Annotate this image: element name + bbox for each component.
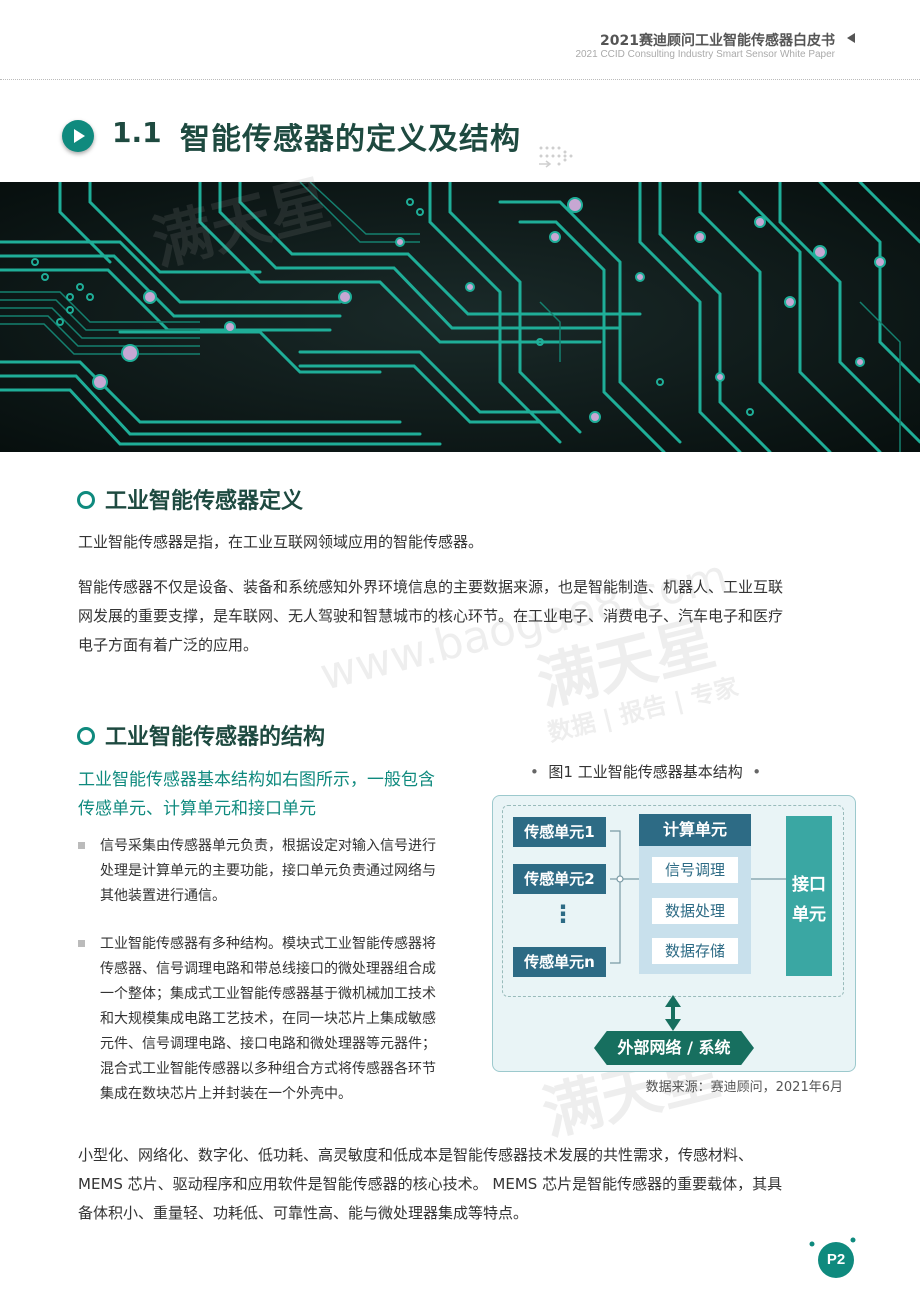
paragraph-line: 小型化、网络化、数字化、低功耗、高灵敏度和低成本是智能传感器技术发展的共性需求，… bbox=[78, 1146, 754, 1164]
external-network-box: 外部网络 / 系统 bbox=[594, 1031, 754, 1065]
figure-caption: • 图1 工业智能传感器基本结构 • bbox=[530, 761, 761, 782]
paragraph-line: 网发展的重要支撑，是车联网、无人驾驶和智慧城市的核心环节。在工业电子、消费电子、… bbox=[78, 607, 784, 625]
page-number: P2 bbox=[818, 1242, 854, 1278]
ellipsis-dots: ⋮ bbox=[551, 900, 575, 928]
heading-bullet-icon bbox=[77, 727, 95, 745]
bullet-line: 其他装置进行通信。 bbox=[100, 888, 226, 904]
interface-label: 单元 bbox=[792, 905, 826, 925]
lead-line: 工业智能传感器基本结构如右图所示，一般包含 bbox=[78, 770, 435, 790]
bullet-item: 信号采集由传感器单元负责，根据设定对输入信号进行 处理是计算单元的主要功能，接口… bbox=[78, 834, 500, 909]
section-number: 1.1 bbox=[112, 116, 162, 149]
paragraph-line: 智能传感器不仅是设备、装备和系统感知外界环境信息的主要数据来源，也是智能制造、机… bbox=[78, 578, 784, 596]
arrow-dots-icon bbox=[539, 146, 573, 168]
play-circle-icon bbox=[62, 120, 94, 152]
compute-unit-title: 计算单元 bbox=[639, 814, 751, 846]
paragraph-line: 备体积小、重量轻、功耗低、可靠性高、能与微处理器集成等特点。 bbox=[78, 1204, 529, 1222]
paragraph-line: 电子方面有着广泛的应用。 bbox=[78, 636, 259, 654]
bullet-line: 传感器、信号调理电路和带总线接口的微处理器组合成 bbox=[100, 961, 436, 977]
bullet-line: 和大规模集成电路工艺技术，在同一块芯片上集成敏感 bbox=[100, 1011, 436, 1027]
document-subtitle: 2021 CCID Consulting Industry Smart Sens… bbox=[575, 49, 835, 60]
bullet-line: 一个整体；集成式工业智能传感器基于微机械加工技术 bbox=[100, 986, 436, 1002]
signal-conditioning-box: 信号调理 bbox=[652, 857, 738, 883]
sensor-unit-2: 传感单元2 bbox=[513, 864, 606, 894]
definition-text: 工业智能传感器是指，在工业互联网领域应用的智能传感器。 bbox=[78, 533, 484, 551]
structure-heading: 工业智能传感器的结构 bbox=[105, 725, 326, 750]
caption-dot-icon: • bbox=[752, 763, 762, 781]
bullet-line: 信号采集由传感器单元负责，根据设定对输入信号进行 bbox=[100, 838, 436, 854]
figure-source: 数据来源：赛迪顾问，2021年6月 bbox=[645, 1080, 843, 1095]
data-processing-box: 数据处理 bbox=[652, 898, 738, 924]
paragraph-line: MEMS 芯片、驱动程序和应用软件是智能传感器的核心技术。 MEMS 芯片是智能… bbox=[78, 1175, 783, 1193]
header-divider bbox=[0, 79, 920, 80]
bullet-line: 工业智能传感器有多种结构。模块式工业智能传感器将 bbox=[100, 936, 436, 952]
document-title: 2021赛迪顾问工业智能传感器白皮书 bbox=[600, 33, 835, 49]
diagram-connectors bbox=[610, 830, 786, 1031]
data-storage-box: 数据存储 bbox=[652, 938, 738, 964]
bullet-line: 混合式工业智能传感器以多种组合方式将传感器各环节 bbox=[100, 1061, 436, 1077]
heading-bullet-icon bbox=[77, 491, 95, 509]
definition-heading: 工业智能传感器定义 bbox=[105, 489, 304, 514]
square-bullet-icon bbox=[78, 842, 85, 849]
bullet-line: 处理是计算单元的主要功能，接口单元负责通过网络与 bbox=[100, 863, 436, 879]
bullet-line: 元件、信号调理电路、接口电路和微处理器等元器件； bbox=[100, 1036, 436, 1052]
figure-title: 图1 工业智能传感器基本结构 bbox=[548, 763, 743, 781]
definition-paragraph: 智能传感器不仅是设备、装备和系统感知外界环境信息的主要数据来源，也是智能制造、机… bbox=[78, 573, 848, 660]
lead-line: 传感单元、计算单元和接口单元 bbox=[78, 799, 316, 819]
bullet-item: 工业智能传感器有多种结构。模块式工业智能传感器将 传感器、信号调理电路和带总线接… bbox=[78, 932, 500, 1107]
section-title: 智能传感器的定义及结构 bbox=[180, 122, 521, 157]
structure-lead: 工业智能传感器基本结构如右图所示，一般包含 传感单元、计算单元和接口单元 bbox=[78, 766, 488, 824]
sensor-unit-n: 传感单元n bbox=[513, 947, 606, 977]
square-bullet-icon bbox=[78, 940, 85, 947]
closing-paragraph: 小型化、网络化、数字化、低功耗、高灵敏度和低成本是智能传感器技术发展的共性需求，… bbox=[78, 1141, 848, 1228]
caption-dot-icon: • bbox=[530, 763, 539, 781]
header-arrow-icon bbox=[847, 33, 855, 43]
sensor-unit-1: 传感单元1 bbox=[513, 817, 606, 847]
bullet-line: 集成在数块芯片上并封装在一个外壳中。 bbox=[100, 1086, 352, 1102]
interface-label: 接口 bbox=[792, 875, 826, 895]
interface-unit: 接口 单元 bbox=[786, 816, 832, 976]
page-deco-dots bbox=[809, 1237, 856, 1247]
circuit-board-banner bbox=[0, 182, 920, 452]
